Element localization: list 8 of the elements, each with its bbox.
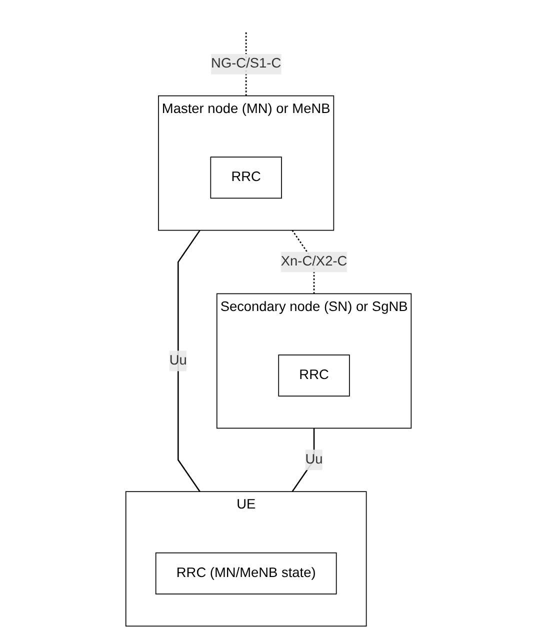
- edge-label: Uu: [169, 353, 187, 368]
- node-box: RRC (MN/MeNB state): [155, 552, 337, 594]
- edge-label: Uu: [305, 452, 323, 467]
- edge-label: Xn-C/X2-C: [280, 254, 348, 269]
- connector: [177, 230, 200, 492]
- edge-label: NG-C/S1-C: [211, 56, 282, 71]
- node-box: RRC: [278, 354, 350, 397]
- node-box: RRC: [210, 156, 282, 199]
